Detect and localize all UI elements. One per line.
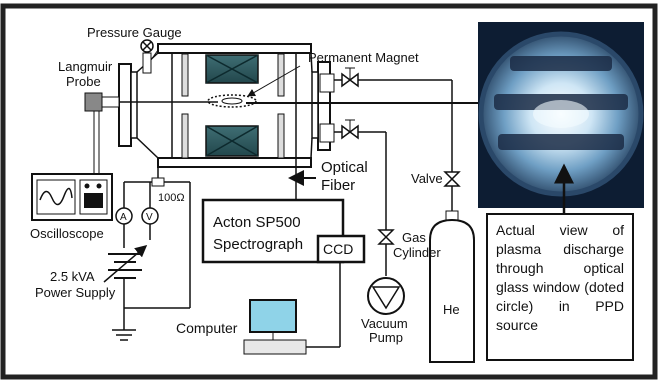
spectrograph-label-1: Acton SP500 <box>213 214 301 231</box>
resistor-label: 100Ω <box>158 192 185 204</box>
optical-label-1: Optical <box>321 159 368 176</box>
circuit <box>103 167 191 341</box>
ccd-label: CCD <box>323 241 353 257</box>
supply-label-2: Power Supply <box>35 285 116 300</box>
plasma-photo <box>478 22 644 208</box>
permanent-magnet-label: Permanent Magnet <box>308 50 419 65</box>
he-cylinder <box>429 210 475 363</box>
caption-box: Actual view of plasma discharge through … <box>486 213 634 361</box>
gas-feed <box>319 67 461 245</box>
supply-label-1: 2.5 kVA <box>50 269 95 284</box>
gas-label-2: Cylinder <box>393 245 441 260</box>
optical-label-2: Fiber <box>321 177 355 194</box>
pressure-gauge-label: Pressure Gauge <box>87 25 182 40</box>
magnet-arrow <box>247 65 301 97</box>
langmuir-label-2: Probe <box>66 74 101 89</box>
upper-magnet <box>205 54 259 84</box>
computer <box>243 262 341 355</box>
outer-border <box>0 3 658 380</box>
vacuum-label-1: Vacuum <box>361 316 408 331</box>
langmuir-label-1: Langmuir <box>58 59 113 74</box>
ammeter-label: A <box>120 212 127 223</box>
vacuum-label-2: Pump <box>369 330 403 345</box>
spectrograph-label-2: Spectrograph <box>213 236 303 253</box>
electrodes <box>181 53 285 159</box>
pressure-gauge <box>140 39 159 74</box>
lower-magnet <box>205 125 259 157</box>
voltmeter-label: V <box>146 212 153 223</box>
spectrograph <box>201 158 366 264</box>
gas-label-1: Gas <box>402 230 426 245</box>
he-label: He <box>443 302 460 317</box>
computer-label: Computer <box>176 320 238 336</box>
langmuir-probe <box>84 92 218 180</box>
oscilloscope-label: Oscilloscope <box>30 226 104 241</box>
vacuum-pump <box>367 244 405 315</box>
valve-label: Valve <box>411 171 443 186</box>
oscilloscope <box>31 173 113 221</box>
